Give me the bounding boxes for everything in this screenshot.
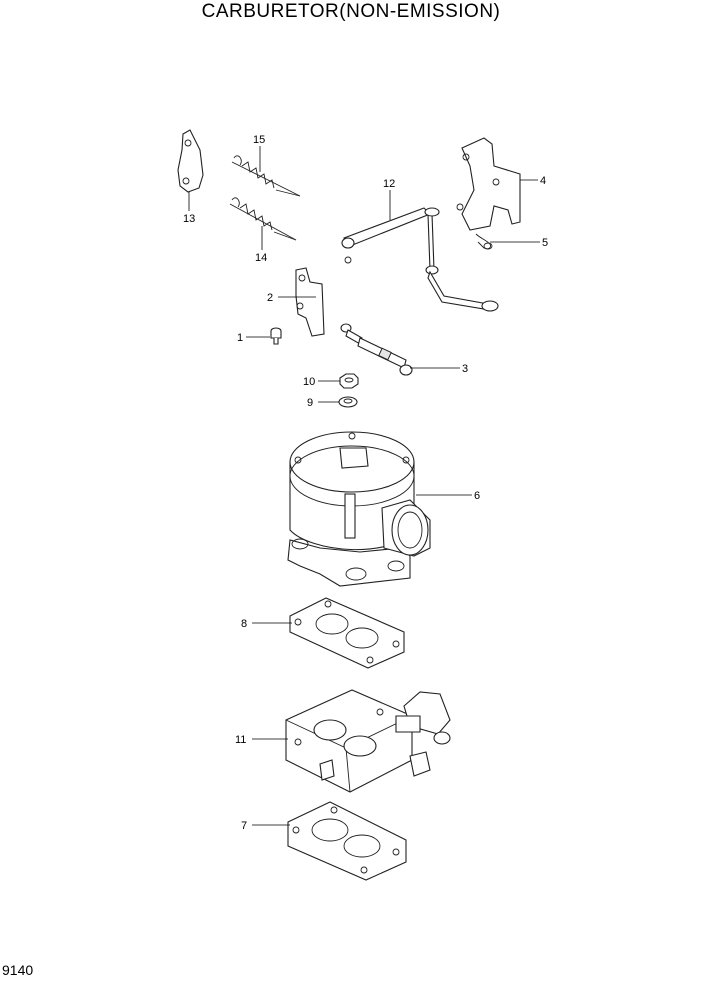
part-8-gasket [289,597,405,669]
part-1-bolt [270,327,282,345]
callout-10: 10 [303,376,315,388]
callout-9: 9 [307,397,313,409]
part-9-washer [338,396,358,408]
callout-2: 2 [267,292,273,304]
part-15-spring [231,155,301,197]
part-4-mounting-bracket [456,137,521,231]
part-11-throttle-body [285,689,451,793]
callout-labels: 15 13 14 12 4 5 2 1 3 10 9 6 8 11 7 [183,134,548,832]
part-5-clip [475,233,493,250]
part-12-rod [341,207,499,312]
part-14-spring [229,197,297,241]
callout-3: 3 [462,363,468,375]
callout-13: 13 [183,213,195,225]
callout-15: 15 [253,134,265,146]
callout-7: 7 [241,820,247,832]
part-10-nut [339,373,359,389]
callout-11: 11 [235,734,246,746]
callout-1: 1 [237,332,243,344]
leader-lines [188,146,540,826]
callout-12: 12 [383,178,395,190]
callout-6: 6 [474,490,480,502]
callout-8: 8 [241,618,247,630]
part-13-bracket [177,129,204,193]
page-code: 9140 [2,962,34,978]
callout-14: 14 [255,252,267,264]
callout-5: 5 [542,237,548,249]
part-7-gasket [287,801,407,881]
part-2-bracket [295,267,325,337]
callout-4: 4 [540,175,546,187]
part-3-linkage-rod [340,323,413,376]
part-6-carburetor-body [287,431,431,587]
page-title: CARBURETOR(NON-EMISSION) [201,1,501,22]
